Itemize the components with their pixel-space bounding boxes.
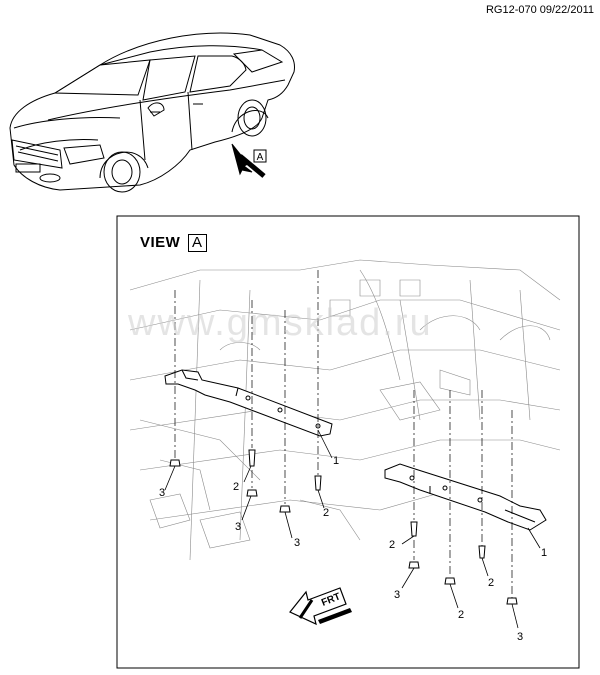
push-clip — [444, 577, 456, 585]
push-clip — [246, 489, 258, 497]
callout-screw: 2 — [488, 577, 494, 589]
view-letter-box: A — [188, 234, 207, 252]
callout-shield-right: 1 — [541, 547, 547, 559]
push-clip — [279, 505, 291, 513]
callout-screw: 2 — [389, 539, 395, 551]
detail-frame — [116, 215, 580, 669]
watermark: www.gmsklad.ru — [128, 302, 433, 344]
view-label: VIEW — [140, 234, 181, 251]
screw — [410, 521, 418, 537]
screw — [314, 475, 322, 491]
alignment-lines — [174, 270, 513, 598]
view-arrow: A — [231, 143, 267, 178]
callout-clip: 3 — [235, 521, 241, 533]
view-title: VIEW A — [140, 234, 207, 252]
leader-lines — [164, 429, 541, 629]
push-clip — [506, 597, 518, 605]
view-arrow-letter: A — [257, 152, 264, 163]
callout-screw: 2 — [323, 507, 329, 519]
callout-labels: 1 2 3 2 3 2 3 1 2 3 2 3 — [159, 455, 547, 643]
front-arrow: FRT — [289, 587, 352, 626]
push-clip — [169, 459, 181, 467]
car-illustration — [9, 32, 295, 193]
callout-clip: 3 — [517, 631, 523, 643]
drawing-code: RG12-070 09/22/2011 — [485, 4, 594, 16]
screw — [248, 449, 256, 467]
callout-shield-left: 1 — [333, 455, 339, 467]
callout-clip: 3 — [294, 537, 300, 549]
underbody-shield-right — [384, 463, 547, 531]
fasteners — [169, 449, 518, 605]
callout-clip: 2 — [458, 609, 464, 621]
underbody-shield-left — [164, 369, 333, 437]
callout-screw: 2 — [233, 481, 239, 493]
screw — [478, 545, 486, 559]
callout-clip: 3 — [159, 487, 165, 499]
callout-clip: 3 — [394, 589, 400, 601]
push-clip — [408, 561, 420, 569]
floor-structure — [129, 259, 561, 561]
